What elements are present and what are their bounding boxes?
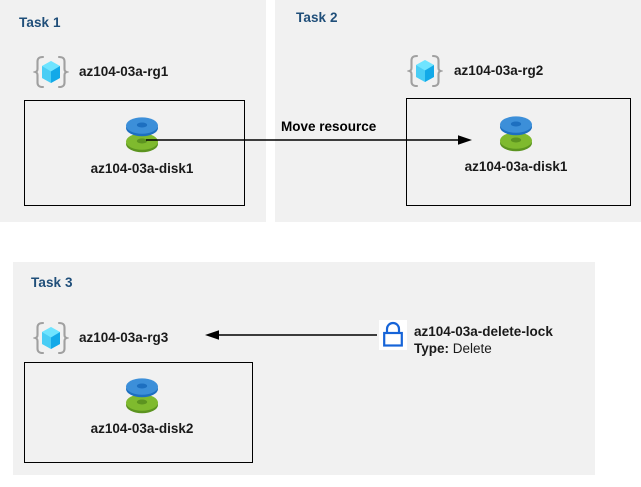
delete-lock-type-key: Type: (414, 341, 450, 356)
resource-container-task-1 (24, 100, 245, 206)
resource-label: az104-03a-disk1 (464, 159, 568, 174)
delete-lock-name: az104-03a-delete-lock (414, 324, 553, 339)
task-3-heading: Task 3 (31, 275, 73, 290)
move-resource-label: Move resource (281, 119, 377, 134)
managed-disk-icon (121, 374, 163, 418)
task-2-heading: Task 2 (296, 10, 338, 25)
resource-group-label: az104-03a-rg1 (79, 64, 169, 79)
resource-label: az104-03a-disk1 (90, 161, 194, 176)
managed-disk-icon (121, 113, 163, 157)
move-resource-arrow (146, 135, 472, 145)
delete-lock-arrow (205, 330, 377, 340)
delete-lock-type-value: Delete (452, 341, 492, 356)
resource-group-icon (32, 54, 70, 90)
delete-lock-type-row: Type: Delete (414, 341, 492, 356)
lock-icon (379, 320, 407, 350)
resource-group-label: az104-03a-rg2 (454, 63, 544, 78)
resource-label: az104-03a-disk2 (90, 421, 194, 436)
resource-container-task-2 (406, 98, 631, 206)
task-1-heading: Task 1 (19, 15, 61, 30)
resource-group-label: az104-03a-rg3 (79, 330, 169, 345)
resource-group-icon (406, 53, 444, 89)
resource-group-icon (32, 320, 70, 356)
managed-disk-icon (495, 112, 537, 156)
